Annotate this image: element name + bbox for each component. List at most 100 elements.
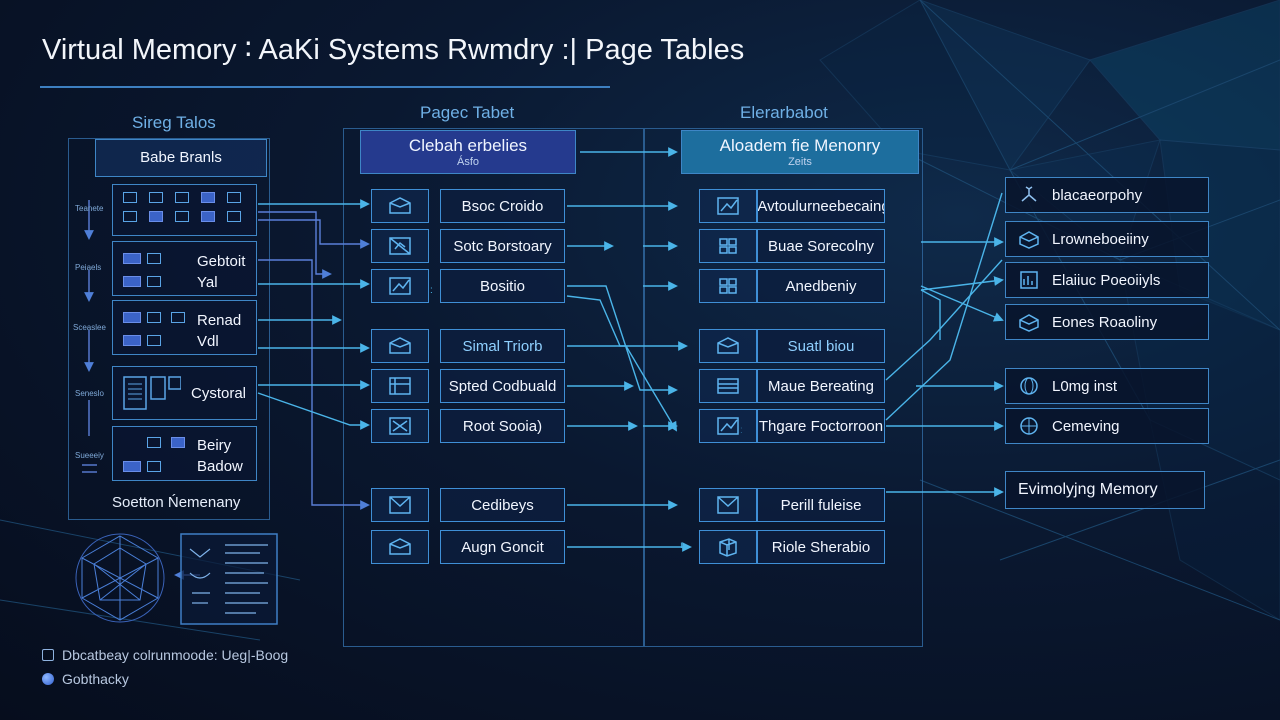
- left-group-1[interactable]: [112, 184, 257, 236]
- middle-header-sublabel: Ásfo: [456, 156, 479, 168]
- title-underline: [40, 86, 610, 88]
- right-row-label[interactable]: Thgare Foctorroon: [757, 409, 885, 443]
- middle-row-label[interactable]: Root Sooia): [440, 409, 565, 443]
- right-header-label: Aloadem fie Menonry: [719, 136, 881, 155]
- memory-cell: [227, 211, 241, 222]
- memory-cell: [201, 211, 215, 222]
- output-label: L0mg inst: [1052, 377, 1118, 395]
- side-label: Teanete: [75, 204, 104, 213]
- output-box[interactable]: Lrowneboeiiny: [1005, 221, 1209, 257]
- frame-icon[interactable]: [699, 229, 757, 263]
- right-panel-header[interactable]: Aloadem fie Menonry Zeits: [681, 130, 919, 174]
- page-icon[interactable]: [371, 189, 429, 223]
- group-label: Cystoral: [190, 384, 246, 402]
- middle-row-label[interactable]: Cedibeys: [440, 488, 565, 522]
- document-thumbnail-icon: [180, 533, 278, 625]
- left-panel-header[interactable]: Babe Branls: [95, 139, 267, 177]
- middle-row-label[interactable]: Bsoc Croido: [440, 189, 565, 223]
- memory-cell: [123, 253, 141, 264]
- chart-icon: [1006, 270, 1052, 290]
- group-label: Badow: [197, 458, 243, 475]
- memory-cell: [123, 312, 141, 323]
- column-heading-middle: Pagec Tabet: [420, 103, 515, 122]
- frame-icon[interactable]: [699, 329, 757, 363]
- document-stack-icon: [123, 376, 181, 410]
- fan-icon: [1006, 185, 1052, 205]
- left-group-3[interactable]: Renad Vdl: [112, 300, 257, 355]
- output-label: Lrowneboeiiny: [1052, 230, 1149, 248]
- page-icon[interactable]: [371, 488, 429, 522]
- group-label: Gebtoit: [197, 253, 246, 270]
- output-box[interactable]: Eones Roaoliny: [1005, 304, 1209, 340]
- group-label: Yal: [197, 274, 218, 291]
- frame-icon[interactable]: [699, 530, 757, 564]
- right-row-label[interactable]: Anedbeniy: [757, 269, 885, 303]
- left-group-5[interactable]: Beiry Badow: [112, 426, 257, 481]
- output-box-final[interactable]: Evimolyjng Memory: [1005, 471, 1205, 509]
- output-label: Evimolyjng Memory: [1018, 481, 1158, 498]
- middle-row-label[interactable]: Sotc Borstoary: [440, 229, 565, 263]
- middle-panel-header[interactable]: Clebah erbelies Ásfo: [360, 130, 576, 174]
- right-row-label[interactable]: Maue Bereating: [757, 369, 885, 403]
- group-label: Vdl: [197, 333, 219, 350]
- page-icon[interactable]: [371, 530, 429, 564]
- legend-label: Dbcatbeay colrunmoode: Ueg|-Boog: [62, 647, 289, 663]
- page-icon[interactable]: [371, 409, 429, 443]
- memory-cell: [147, 253, 161, 264]
- right-row-label[interactable]: Perill fuleise: [757, 488, 885, 522]
- frame-icon[interactable]: [699, 369, 757, 403]
- left-group-2[interactable]: Gebtoit Yal: [112, 241, 257, 296]
- square-icon: [42, 649, 54, 661]
- output-box[interactable]: Cemeving: [1005, 408, 1209, 444]
- middle-row-label[interactable]: Simal Triorb: [440, 329, 565, 363]
- network-sphere-icon: [75, 533, 165, 623]
- frame-icon[interactable]: [699, 189, 757, 223]
- frame-icon[interactable]: [699, 269, 757, 303]
- globe-icon: [1006, 416, 1052, 436]
- output-label: Elaiiuc Poeoiiyls: [1052, 271, 1161, 289]
- middle-row-label[interactable]: Augn Goncit: [440, 530, 565, 564]
- cube-icon: [1006, 312, 1052, 332]
- column-heading-right: Elerarbabot: [740, 103, 828, 122]
- memory-cell: [175, 192, 189, 203]
- right-row-label[interactable]: Buae Sorecolny: [757, 229, 885, 263]
- right-header-sublabel: Zeits: [788, 156, 812, 168]
- page-icon[interactable]: [371, 269, 429, 303]
- group-label: Beiry: [197, 437, 232, 454]
- side-label: Seneslo: [75, 389, 104, 398]
- memory-cell: [171, 312, 185, 323]
- memory-cell: [147, 312, 161, 323]
- output-box[interactable]: Elaiiuc Poeoiiyls: [1005, 262, 1209, 298]
- frame-icon[interactable]: [699, 409, 757, 443]
- middle-row-label[interactable]: Spted Codbuald: [440, 369, 565, 403]
- right-row-label[interactable]: Riole Sherabio: [757, 530, 885, 564]
- side-label: Peiaels: [75, 263, 102, 272]
- middle-row-label[interactable]: Bositio: [440, 269, 565, 303]
- legend-label: Gobthacky: [62, 671, 129, 687]
- output-box[interactable]: L0mg inst: [1005, 368, 1209, 404]
- page-icon[interactable]: [371, 369, 429, 403]
- memory-cell: [175, 211, 189, 222]
- page-icon[interactable]: [371, 329, 429, 363]
- right-row-label[interactable]: Suatl biou: [757, 329, 885, 363]
- circle-icon: [42, 673, 54, 685]
- left-group-4[interactable]: Cystoral: [112, 366, 257, 420]
- output-box[interactable]: blacaeorpohy: [1005, 177, 1209, 213]
- memory-cell: [123, 276, 141, 287]
- page-icon[interactable]: [371, 229, 429, 263]
- side-label: Sceaslee: [73, 323, 106, 332]
- left-panel-footer: Soetton Ńemenany: [112, 494, 241, 511]
- page-title: Virtual Memory ∶ AaKi Systems Rwmdry :| …: [42, 34, 745, 66]
- right-row-label[interactable]: (Avtoulurneebecaing: [757, 189, 885, 223]
- memory-cell: [149, 192, 163, 203]
- output-label: Cemeving: [1052, 417, 1120, 435]
- memory-cell: [147, 335, 161, 346]
- globe-icon: [1006, 376, 1052, 396]
- left-panel-header-label: Babe Branls: [140, 149, 222, 166]
- group-label: Renad: [197, 312, 242, 329]
- frame-icon[interactable]: [699, 488, 757, 522]
- side-label: Sueeeiy: [75, 451, 104, 460]
- memory-cell: [149, 211, 163, 222]
- output-label: blacaeorpohy: [1052, 186, 1143, 204]
